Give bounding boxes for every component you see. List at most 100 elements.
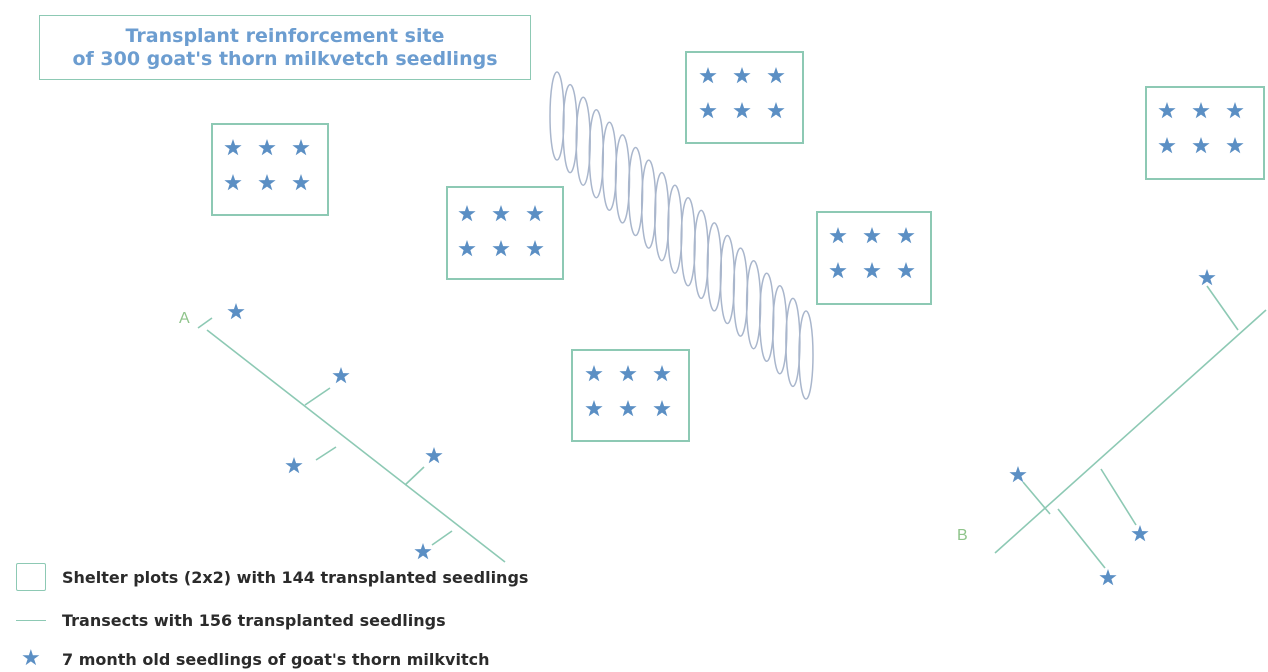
- transect-tick: [1022, 481, 1051, 515]
- star-icon: [1192, 102, 1210, 119]
- ellipse-ring: [588, 108, 605, 199]
- transect-tick: [1206, 285, 1239, 331]
- star-icon: [425, 447, 443, 464]
- transect-tick: [1057, 508, 1106, 569]
- transect-line-a: [206, 329, 506, 563]
- star-icon: [829, 227, 847, 244]
- star-icon: [292, 174, 310, 191]
- star-icon: [414, 543, 432, 560]
- transect-tick: [431, 530, 453, 546]
- star-icon: [585, 400, 603, 417]
- ellipse-ring: [562, 83, 578, 174]
- star-icon: [733, 102, 751, 119]
- star-icon: [492, 205, 510, 222]
- star-icon: [332, 367, 350, 384]
- star-icon: [1131, 525, 1149, 542]
- transect-tick: [197, 317, 213, 329]
- transect-tick: [404, 466, 425, 486]
- star-icon: [285, 457, 303, 474]
- ellipse-ring: [667, 184, 683, 274]
- star-icon: [292, 139, 310, 156]
- transect-tick: [315, 446, 337, 461]
- ellipse-ring: [640, 159, 657, 249]
- ellipse-ring: [772, 285, 788, 375]
- star-icon: [227, 303, 245, 320]
- ellipse-ring: [614, 134, 631, 224]
- ellipse-ring: [601, 121, 618, 212]
- star-icon: [458, 205, 476, 222]
- star-icon: [1192, 137, 1210, 154]
- shelter-plot: [446, 186, 564, 280]
- legend-label-transects: Transects with 156 transplanted seedling…: [62, 610, 446, 630]
- star-icon: [526, 205, 544, 222]
- ellipse-ring: [549, 71, 565, 161]
- plot-swatch-icon: [16, 563, 46, 591]
- star-icon: [699, 102, 717, 119]
- shelter-plot: [816, 211, 932, 305]
- star-icon: [492, 240, 510, 257]
- star-icon: [1226, 137, 1244, 154]
- star-icon: [258, 174, 276, 191]
- ellipse-band: [549, 71, 814, 400]
- legend-label-seedlings: 7 month old seedlings of goat's thorn mi…: [62, 649, 490, 669]
- star-icon: [733, 67, 751, 84]
- star-icon: [258, 139, 276, 156]
- star-icon: [653, 365, 671, 382]
- star-icon: [863, 262, 881, 279]
- star-icon: [526, 240, 544, 257]
- ellipse-ring: [798, 310, 814, 400]
- legend-item-seedlings: ★ 7 month old seedlings of goat's thorn …: [16, 645, 489, 672]
- shelter-plots: [211, 51, 1265, 442]
- star-icon: [767, 67, 785, 84]
- legend-item-transects: Transects with 156 transplanted seedling…: [16, 606, 446, 634]
- star-icon: ★: [21, 646, 41, 671]
- transect-tick: [1100, 468, 1137, 526]
- ellipse-ring: [732, 247, 749, 337]
- shelter-plot: [211, 123, 329, 216]
- ellipse-ring: [758, 272, 775, 363]
- ellipse-ring: [627, 146, 644, 237]
- star-icon: [1226, 102, 1244, 119]
- site-title-line-2: of 300 goat's thorn milkvetch seedlings: [72, 48, 498, 70]
- ellipse-ring: [719, 234, 736, 325]
- transect-label-a: A: [179, 310, 190, 327]
- line-swatch-icon: [16, 619, 46, 621]
- ellipse-ring: [785, 297, 801, 388]
- transect-label-b: B: [957, 527, 968, 544]
- star-icon: [1158, 137, 1176, 154]
- star-icon: [699, 67, 717, 84]
- star-icon: [1158, 102, 1176, 119]
- shelter-plot: [571, 349, 690, 442]
- shelter-plot: [1145, 86, 1265, 180]
- star-icon: [1198, 269, 1216, 286]
- star-icon: [829, 262, 847, 279]
- ellipse-ring: [654, 171, 670, 262]
- site-title-box: Transplant reinforcement site of 300 goa…: [39, 15, 531, 80]
- shelter-plot: [685, 51, 804, 144]
- ellipse-ring: [693, 209, 709, 300]
- star-icon: [585, 365, 603, 382]
- legend-item-plots: Shelter plots (2x2) with 144 transplante…: [16, 563, 528, 591]
- star-icon: [619, 400, 637, 417]
- legend-label-plots: Shelter plots (2x2) with 144 transplante…: [62, 567, 529, 587]
- star-icon: [863, 227, 881, 244]
- star-icon: [653, 400, 671, 417]
- star-icon: [897, 227, 915, 244]
- site-title-line-1: Transplant reinforcement site: [125, 25, 445, 47]
- star-icon: [224, 174, 242, 191]
- transect-tick: [304, 387, 331, 406]
- transect-line-b: [994, 309, 1267, 554]
- ellipse-ring: [745, 259, 762, 350]
- star-icon: [1099, 569, 1117, 586]
- star-icon: [1009, 466, 1027, 483]
- transect-lines: [197, 285, 1267, 569]
- star-icon: [897, 262, 915, 279]
- ellipse-ring: [680, 197, 696, 287]
- star-icon: [767, 102, 785, 119]
- star-icon: [458, 240, 476, 257]
- ellipse-ring: [575, 96, 591, 186]
- star-icon: [619, 365, 637, 382]
- star-icon: [224, 139, 242, 156]
